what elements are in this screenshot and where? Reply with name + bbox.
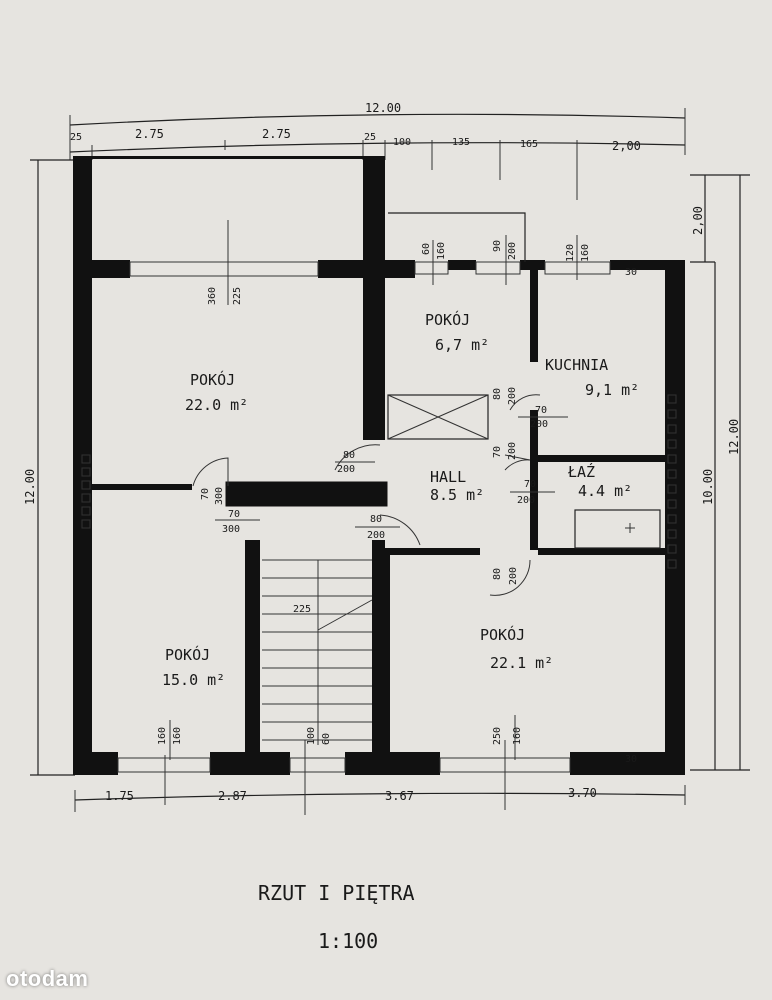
door-dim: 200 (507, 442, 518, 460)
room-name: POKÓJ (425, 310, 470, 329)
room-area: 9,1 m² (585, 381, 639, 399)
window-dim: 160 (157, 727, 168, 745)
door-dim: 70 (492, 446, 503, 458)
door-dim: 70 (524, 479, 536, 490)
door-dim: 70 (535, 405, 547, 416)
door-dim: 80 (370, 514, 382, 525)
room-area: 15.0 m² (162, 671, 225, 689)
room-name: POKÓJ (190, 370, 235, 389)
room-area: 8.5 m² (430, 486, 484, 504)
door-dim: 80 (343, 450, 355, 461)
window-dim: 30 (625, 267, 637, 278)
window-dim: 200 (507, 242, 518, 260)
door-dim: 200 (508, 567, 519, 585)
door-dim: 70 (228, 509, 240, 520)
window-dim: 250 (492, 727, 503, 745)
dim-top-total: 12.00 (365, 101, 401, 115)
door-dim: 200 (530, 419, 548, 430)
dim-top: 165 (520, 139, 538, 150)
room-labels: POKÓJ 22.0 m² POKÓJ 6,7 m² KUCHNIA 9,1 m… (162, 310, 639, 689)
window-dim: 120 (565, 244, 576, 262)
window-dim: 160 (580, 244, 591, 262)
dim-top: 2.75 (135, 127, 164, 141)
window-dim: 160 (436, 242, 447, 260)
dim-top: 135 (452, 137, 470, 148)
window-dim: 225 (232, 287, 243, 305)
dim-top: 25 (364, 132, 376, 143)
dim-right: 10.00 (701, 469, 715, 505)
room-area: 22.0 m² (185, 396, 248, 414)
door-dim: 80 (492, 388, 503, 400)
dimension-labels: 12.00 25 2.75 2.75 25 100 135 165 2,00 2… (23, 101, 741, 803)
plan-scale: 1:100 (318, 929, 378, 953)
dim-bottom: 3.67 (385, 789, 414, 803)
window-dim: 90 (492, 240, 503, 252)
dim-bottom: 3.70 (568, 786, 597, 800)
door-dim: 200 (507, 387, 518, 405)
door-dim: 200 (517, 495, 535, 506)
room-area: 6,7 m² (435, 336, 489, 354)
dim-left: 12.00 (23, 469, 37, 505)
watermark-logo: otodam (6, 966, 89, 991)
room-area: 22.1 m² (490, 654, 553, 672)
window-dim: 100 (306, 727, 317, 745)
room-name: POKÓJ (480, 625, 525, 644)
dim-top: 2,00 (612, 139, 641, 153)
door-dim: 70 (200, 488, 211, 500)
room-area: 4.4 m² (578, 482, 632, 500)
window-dim: 160 (172, 727, 183, 745)
windows (117, 261, 611, 773)
window-dim: 60 (421, 243, 432, 255)
window-dim: 30 (625, 754, 637, 765)
room-name: ŁAŹ (567, 462, 595, 481)
window-dim: 360 (207, 287, 218, 305)
dim-stair: 225 (293, 604, 311, 615)
room-name: KUCHNIA (545, 356, 608, 374)
dim-top: 2.75 (262, 127, 291, 141)
door-dim: 200 (367, 530, 385, 541)
bathtub (574, 509, 661, 549)
door-dim: 200 (337, 464, 355, 475)
window-dim: 60 (321, 733, 332, 745)
door-dim: 80 (492, 568, 503, 580)
dim-top: 100 (393, 137, 411, 148)
glass-blocks (81, 394, 677, 569)
dim-top: 25 (70, 132, 82, 143)
dim-bottom: 1.75 (105, 789, 134, 803)
door-dim: 300 (214, 487, 225, 505)
door-dim: 300 (222, 524, 240, 535)
fixtures (192, 212, 661, 745)
dim-bottom: 2.87 (218, 789, 247, 803)
dim-right: 2,00 (691, 206, 705, 235)
plan-title: RZUT I PIĘTRA (258, 881, 415, 905)
room-name: HALL (430, 468, 466, 486)
dim-right: 12.00 (727, 419, 741, 455)
window-dim: 160 (512, 727, 523, 745)
walls (73, 156, 685, 775)
room-name: POKÓJ (165, 645, 210, 664)
